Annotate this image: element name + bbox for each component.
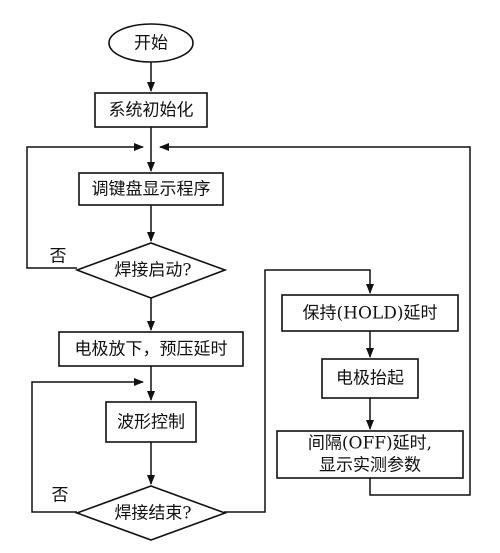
start-node: 开始 (108, 23, 194, 63)
init-node: 系统初始化 (94, 92, 208, 128)
hold-delay-label: 保持(HOLD)延时 (303, 304, 438, 324)
start-label: 开始 (134, 34, 168, 54)
electrode-up-node: 电极抬起 (321, 358, 419, 399)
hold-delay-node: 保持(HOLD)延时 (281, 294, 459, 332)
keyboard-display-node: 调键盘显示程序 (78, 172, 224, 206)
edge-weld-end-to-hold (224, 269, 374, 513)
weld-end-question: 焊接结束? (114, 504, 191, 524)
waveform-control-node: 波形控制 (105, 401, 197, 443)
off-delay-label-line2: 显示实测参数 (319, 456, 421, 476)
off-delay-node: 间隔(OFF)延时, 显示实测参数 (276, 430, 464, 479)
weld-end-decision: 焊接结束? (74, 485, 228, 541)
flow-edges (26, 62, 471, 513)
weld-end-no-label: 否 (52, 486, 69, 506)
off-delay-label-line1: 间隔(OFF)延时, (308, 434, 432, 454)
edge-off-delay-loop-back (159, 143, 471, 496)
weld-start-decision: 焊接启动? (74, 242, 228, 299)
electrode-down-node: 电极放下，预压延时 (58, 331, 244, 367)
weld-start-no-label: 否 (50, 247, 67, 267)
edge-weld-start-no-loop (26, 143, 144, 269)
electrode-up-label: 电极抬起 (336, 369, 404, 389)
init-label: 系统初始化 (109, 101, 194, 121)
edge-weld-end-no-loop (31, 378, 144, 513)
weld-start-question: 焊接启动? (114, 261, 191, 281)
electrode-down-label: 电极放下，预压延时 (75, 340, 228, 360)
keyboard-display-label: 调键盘显示程序 (92, 180, 211, 200)
waveform-control-label: 波形控制 (117, 413, 185, 433)
